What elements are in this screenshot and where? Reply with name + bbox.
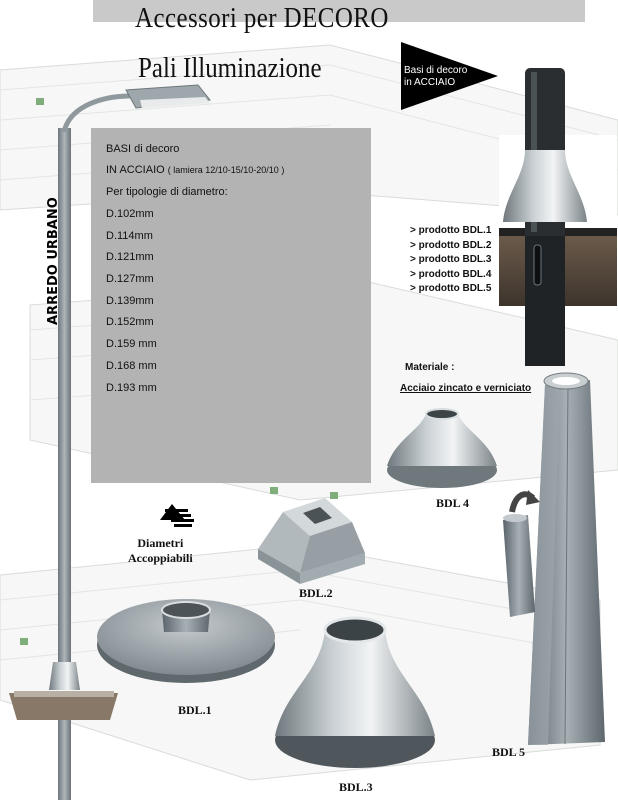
diameter-intro: Per tipologie di diametro:: [106, 186, 228, 198]
bdl4-label: BDL 4: [436, 496, 470, 510]
arrow-label: Basi di decoro in ACCIAIO: [404, 65, 474, 89]
diametri-line1: Diametri: [137, 536, 184, 550]
pole-base-closeup: [499, 68, 617, 366]
material-value: Acciaio zincato e verniciato: [400, 383, 532, 394]
diameter-item: D.168 mm: [106, 359, 157, 372]
material-title: Materiale :: [405, 362, 455, 373]
bdl1-illustration: [97, 599, 275, 683]
product-item: > prodotto BDL.2: [410, 239, 492, 251]
page-title: Accessori per DECORO: [135, 2, 389, 34]
bdl2-illustration: [258, 498, 365, 584]
arrow-label-line1: Basi di decoro: [404, 65, 468, 76]
info-material-detail: ( lamiera 12/10-15/10-20/10 ): [167, 165, 285, 175]
product-item: > prodotto BDL.5: [410, 283, 492, 294]
bdl5-label: BDL 5: [492, 745, 526, 759]
info-heading: BASI di decoro: [106, 143, 180, 155]
arrow-label-line2: in ACCIAIO: [404, 77, 456, 88]
diameter-item: D.193 mm: [106, 381, 157, 394]
diametri-label: Diametri Accoppiabili: [128, 536, 193, 566]
bdl4-illustration: [387, 408, 497, 488]
diameter-item: D.121mm: [106, 251, 154, 264]
product-item: > prodotto BDL.4: [410, 268, 492, 280]
bdl3-illustration: [275, 616, 435, 768]
arrow-pointer: [401, 42, 498, 110]
info-panel: [91, 128, 371, 483]
diameter-item: D.139mm: [106, 294, 154, 307]
diameter-item: D.152mm: [106, 316, 154, 329]
bdl5-illustration: [503, 372, 605, 745]
street-lamp-illustration: [9, 84, 211, 800]
info-material-line: IN ACCIAIO: [106, 164, 165, 176]
page-subtitle: Pali Illuminazione: [138, 52, 322, 84]
title-bar: [93, 0, 585, 22]
bdl1-label: BDL.1: [178, 703, 212, 717]
diameter-item: D.159 mm: [106, 338, 157, 351]
product-item: > prodotto BDL.1: [410, 225, 492, 236]
diameter-item: D.114mm: [106, 229, 153, 242]
diameter-item: D.127mm: [106, 273, 154, 286]
diameter-item: D.102mm: [106, 208, 154, 220]
side-label: ARREDO URBANO: [46, 197, 61, 325]
bdl2-label: BDL.2: [299, 586, 333, 600]
info-material: IN ACCIAIO ( lamiera 12/10-15/10-20/10 ): [106, 164, 284, 176]
product-item: > prodotto BDL.3: [410, 254, 492, 265]
staircase-icon: [160, 504, 194, 527]
bdl3-label: BDL.3: [339, 780, 373, 794]
diametri-line2: Accoppiabili: [128, 551, 193, 565]
product-list: > prodotto BDL.1 > prodotto BDL.2 > prodot…: [410, 224, 491, 297]
